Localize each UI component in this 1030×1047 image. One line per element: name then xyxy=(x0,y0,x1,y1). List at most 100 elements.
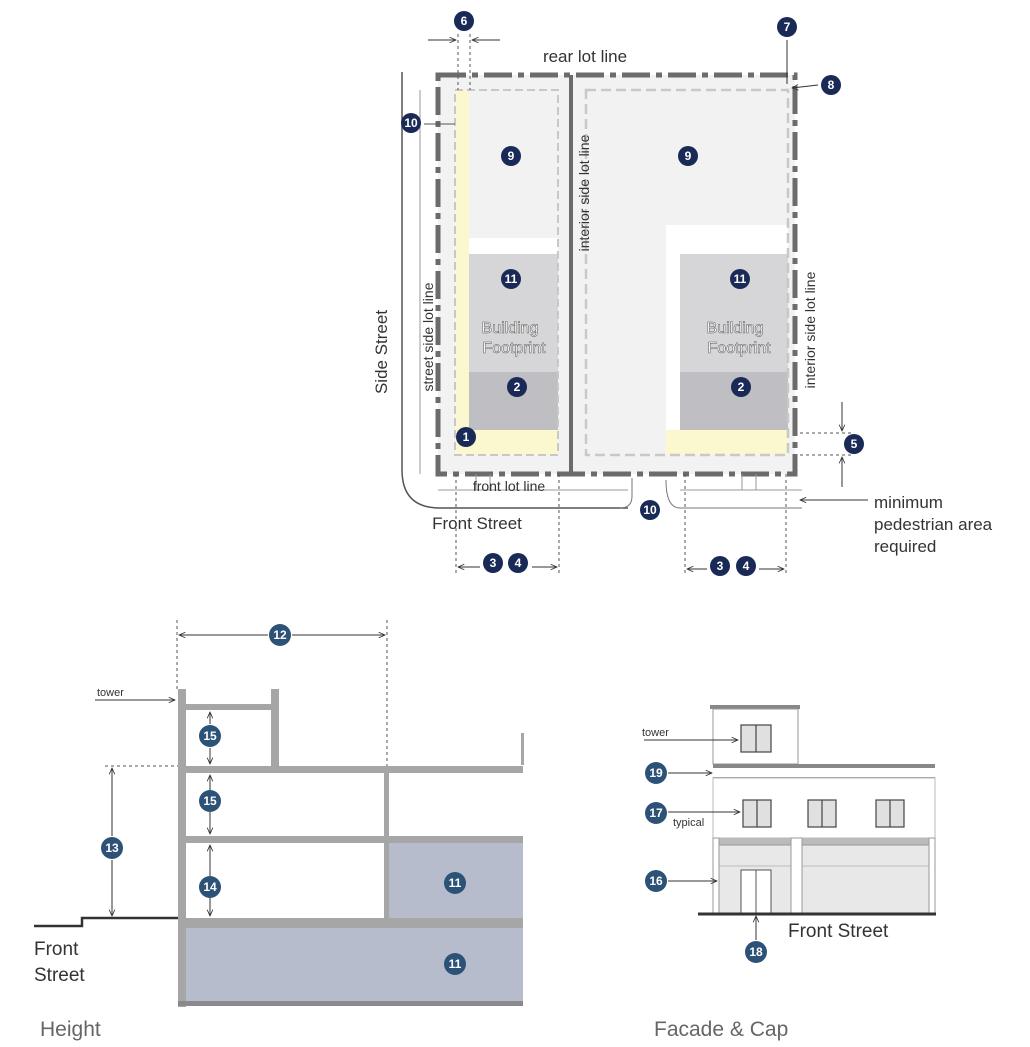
lot-b-side-gap xyxy=(666,254,680,430)
footprint-a-label-1: Building xyxy=(482,320,539,337)
setback-line-b xyxy=(584,88,790,457)
badge-15b: 15 xyxy=(199,790,221,812)
facade-tower-cap xyxy=(710,705,800,709)
svg-text:2: 2 xyxy=(738,380,745,394)
curb-right xyxy=(619,478,633,509)
height-section: tower Front Street Height 12 13 15 15 14… xyxy=(34,620,524,1041)
svg-text:15: 15 xyxy=(203,794,217,808)
svg-text:14: 14 xyxy=(203,880,217,894)
pedestrian-label-1: minimum xyxy=(874,493,943,512)
lot-boundary xyxy=(435,72,798,477)
height-front-street-1: Front xyxy=(34,939,79,960)
svg-text:3: 3 xyxy=(490,556,497,570)
sidewalk-a xyxy=(419,90,628,491)
badge-11a: 11 xyxy=(501,269,521,289)
facade-windows xyxy=(740,724,905,828)
svg-text:11: 11 xyxy=(505,272,518,286)
svg-text:7: 7 xyxy=(784,20,791,34)
interior-side-lot-line-label-1: interior side lot line xyxy=(576,134,592,251)
height-tower-label: tower xyxy=(97,687,124,699)
badge-7: 7 xyxy=(777,17,797,37)
svg-text:1: 1 xyxy=(463,430,470,444)
badge-4a: 4 xyxy=(508,553,528,573)
facade-typical-label: typical xyxy=(673,817,704,829)
svg-text:6: 6 xyxy=(461,14,468,28)
facade-pier-right xyxy=(928,837,936,915)
build-zone-side xyxy=(455,90,469,455)
side-street-label: Side Street xyxy=(372,310,391,394)
badge-17: 17 xyxy=(645,802,667,824)
svg-text:19: 19 xyxy=(649,766,663,780)
badge-2a: 2 xyxy=(507,377,527,397)
badge-1: 1 xyxy=(456,427,476,447)
facade-elevation: tower typical Front Street Facade & Cap … xyxy=(642,705,936,1041)
lot-b-gap xyxy=(666,225,788,254)
badge-16: 16 xyxy=(645,870,667,892)
badge-2b: 2 xyxy=(731,377,751,397)
front-ticks xyxy=(475,474,757,490)
section-basement xyxy=(186,928,523,1003)
height-front-street-2: Street xyxy=(34,965,85,986)
facade-front-street: Front Street xyxy=(788,921,889,942)
site-plan: rear lot line interior side lot line int… xyxy=(372,11,993,576)
footprint-a-label-2: Footprint xyxy=(482,340,546,357)
badge-19: 19 xyxy=(645,762,667,784)
section-structure xyxy=(178,689,524,1007)
facade-tower-label: tower xyxy=(642,727,669,739)
badge-11-podium: 11 xyxy=(444,872,466,894)
badge-11-basement: 11 xyxy=(444,953,466,975)
facade-pier-mid xyxy=(790,837,803,915)
street-side-lot-line-label: street side lot line xyxy=(420,282,436,391)
svg-text:2: 2 xyxy=(514,380,521,394)
dim8-lead xyxy=(792,85,819,88)
svg-text:4: 4 xyxy=(515,556,522,570)
svg-text:15: 15 xyxy=(203,729,217,743)
badge-9b: 9 xyxy=(678,146,698,166)
badge-6: 6 xyxy=(454,11,474,31)
svg-text:10: 10 xyxy=(643,503,657,517)
pedestrian-label-2: pedestrian area xyxy=(874,515,993,534)
badge-12: 12 xyxy=(269,624,291,646)
svg-text:17: 17 xyxy=(649,806,663,820)
front-lot-line-label: front lot line xyxy=(473,478,546,494)
svg-text:8: 8 xyxy=(828,78,835,92)
badge-14: 14 xyxy=(199,876,221,898)
badge-10a: 10 xyxy=(401,113,421,133)
svg-text:10: 10 xyxy=(404,116,418,130)
svg-text:4: 4 xyxy=(743,559,750,573)
svg-text:11: 11 xyxy=(734,272,747,286)
ground-line xyxy=(34,916,178,928)
badge-3a: 3 xyxy=(483,553,503,573)
svg-text:16: 16 xyxy=(649,874,663,888)
badge-11b: 11 xyxy=(730,269,750,289)
svg-text:11: 11 xyxy=(449,876,462,890)
svg-text:11: 11 xyxy=(449,957,462,971)
facade-caption: Facade & Cap xyxy=(654,1018,788,1041)
svg-text:18: 18 xyxy=(749,945,763,959)
svg-text:5: 5 xyxy=(851,437,858,451)
badge-18: 18 xyxy=(745,941,767,963)
lot-a-gap xyxy=(468,238,558,254)
street-curb xyxy=(401,72,628,509)
setback-line-a xyxy=(454,89,559,456)
svg-text:9: 9 xyxy=(508,149,515,163)
svg-text:13: 13 xyxy=(105,841,119,855)
badge-8: 8 xyxy=(821,75,841,95)
svg-text:12: 12 xyxy=(273,628,287,642)
facade-storefront-band xyxy=(713,838,935,845)
badge-3b: 3 xyxy=(710,556,730,576)
badge-13: 13 xyxy=(101,837,123,859)
pedestrian-label-3: required xyxy=(874,537,936,556)
footprint-b-label-1: Building xyxy=(707,320,764,337)
badge-9a: 9 xyxy=(501,146,521,166)
height-caption: Height xyxy=(40,1018,101,1041)
rear-lot-line-label: rear lot line xyxy=(543,47,627,66)
badge-5: 5 xyxy=(844,434,864,454)
sidewalk-b xyxy=(665,479,802,509)
footprint-b-label-2: Footprint xyxy=(707,340,771,357)
svg-text:3: 3 xyxy=(717,559,724,573)
front-street-label: Front Street xyxy=(432,514,522,533)
badge-10b: 10 xyxy=(640,500,660,520)
badge-4b: 4 xyxy=(736,556,756,576)
